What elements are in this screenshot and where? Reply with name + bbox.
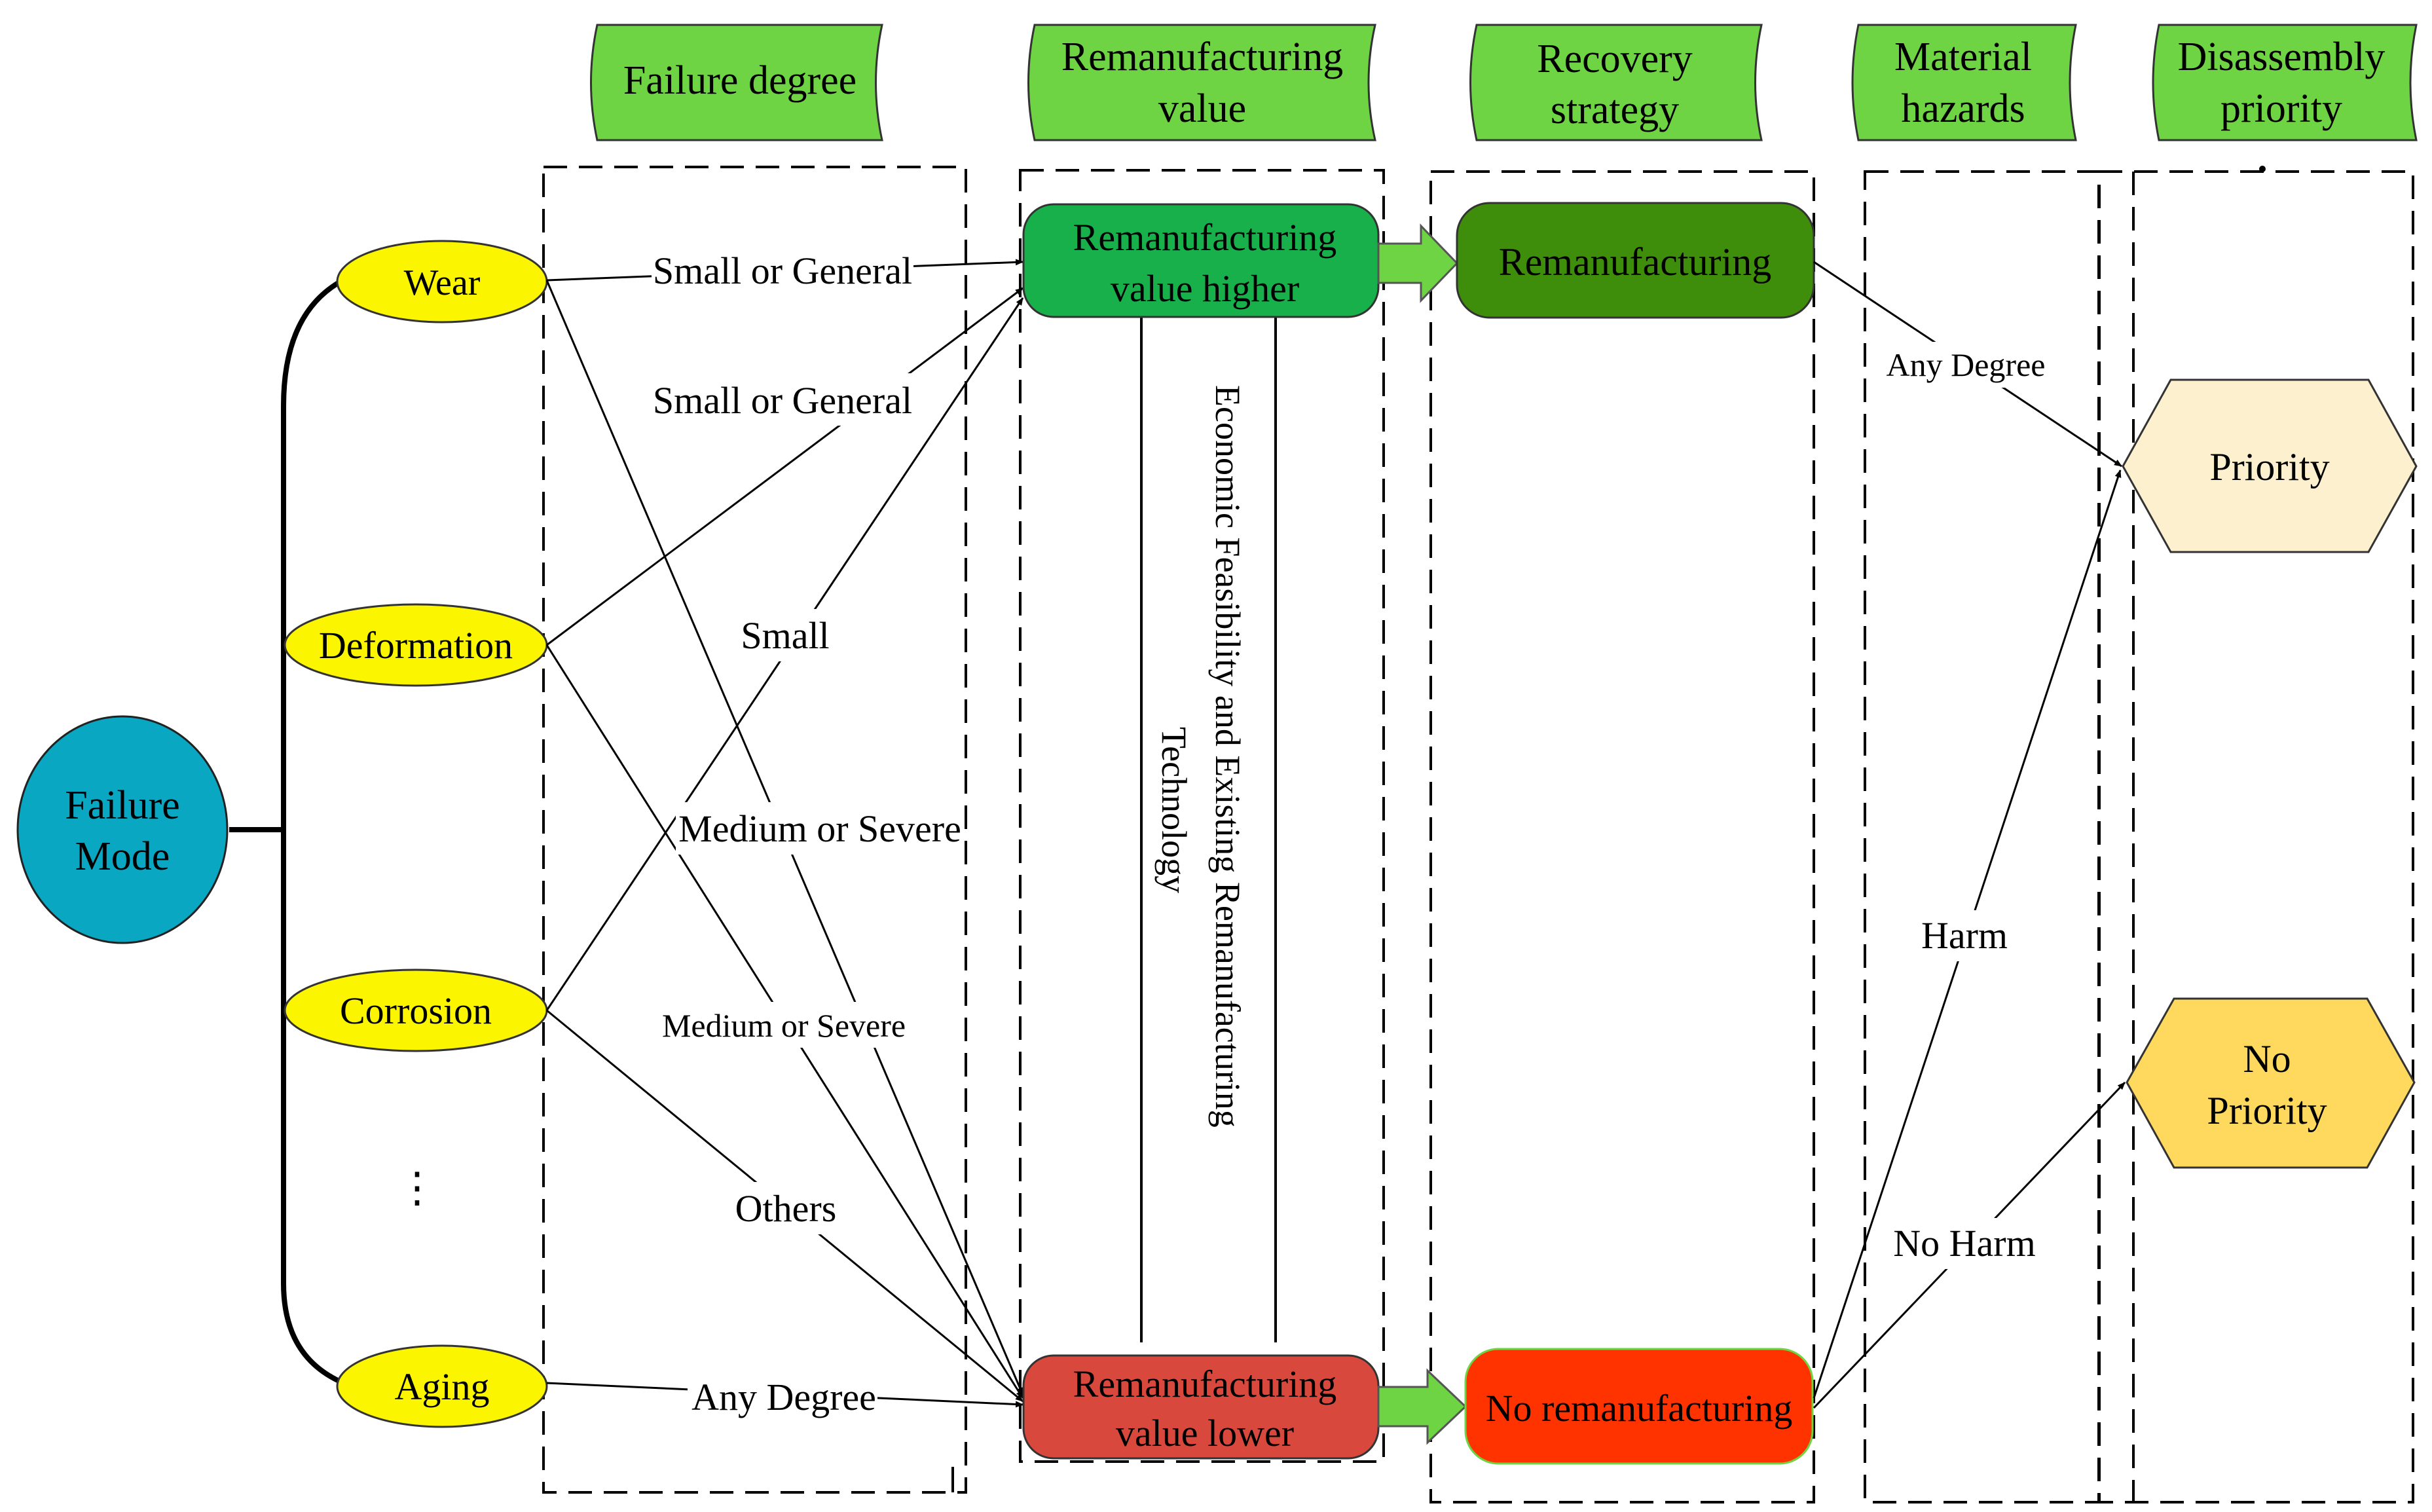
frame-disassembly-priority [2097, 170, 2414, 1503]
value-lower-box: Remanufacturing value lower [1022, 1354, 1380, 1460]
strategy-reman-label: Remanufacturing [1499, 240, 1772, 284]
svg-text:Any Degree: Any Degree [1887, 346, 2046, 383]
svg-text:No Harm: No Harm [1893, 1222, 2035, 1264]
priority-label: Priority [2209, 445, 2329, 489]
edge-label-reman-any: Any Degree [1881, 342, 2051, 388]
strategy-reman-box: Remanufacturing [1456, 202, 1815, 319]
header-hazards-line2: hazards [1901, 86, 2025, 131]
header-reman-value-line1: Remanufacturing [1061, 35, 1343, 79]
value-higher-line1: Remanufacturing [1073, 216, 1337, 259]
edge-label-no-harm: No Harm [1886, 1218, 2043, 1269]
no-priority-line2: Priority [2207, 1089, 2327, 1132]
value-higher-box: Remanufacturing value higher [1022, 203, 1380, 318]
mode-deformation-label: Deformation [319, 624, 513, 667]
edge-label-harm: Harm [1915, 910, 2014, 961]
mode-deformation: Deformation [284, 603, 548, 687]
dot-mark [2259, 166, 2266, 172]
mode-wear-label: Wear [404, 263, 481, 303]
header-failure-degree-label: Failure degree [623, 58, 857, 103]
svg-text:Small or General: Small or General [653, 249, 912, 292]
priority-hexagon: Priority [2122, 378, 2418, 553]
mode-corrosion-label: Corrosion [340, 989, 492, 1032]
vertical-text-line1: Economic Feasibility and Existing Remanu… [1208, 385, 1247, 1128]
vertical-text-line2: Technology [1154, 727, 1194, 893]
edge-label-wear-small: Small or General [652, 244, 913, 296]
header-reman-value-line2: value [1158, 86, 1246, 131]
header-remanufacturing-value: Remanufacturing value [1027, 24, 1376, 141]
root-label-line2: Mode [75, 834, 170, 879]
no-priority-line1: No [2243, 1037, 2291, 1080]
edge-label-deform-medium: Medium or Severe [658, 1002, 910, 1048]
root-label-line1: Failure [65, 783, 180, 828]
edge-label-corrosion-others: Others [727, 1182, 845, 1234]
header-failure-degree: Failure degree [590, 24, 883, 141]
strategy-no-reman-label: No remanufacturing [1486, 1387, 1793, 1429]
value-lower-line1: Remanufacturing [1073, 1363, 1337, 1405]
column-frames [542, 166, 2414, 1503]
svg-text:Others: Others [735, 1187, 837, 1230]
svg-text:Small or General: Small or General [653, 379, 912, 422]
header-recovery-strategy: Recovery strategy [1469, 24, 1763, 141]
mode-aging: Aging [336, 1344, 548, 1428]
header-recovery-line2: strategy [1551, 88, 1679, 132]
mode-ellipsis: ⋮ [396, 1164, 438, 1211]
frame-failure-degree [542, 166, 967, 1494]
value-lower-line2: value lower [1116, 1412, 1294, 1454]
no-priority-hexagon: No Priority [2126, 997, 2416, 1169]
mode-bracket [229, 279, 342, 1384]
svg-text:Harm: Harm [1921, 914, 2008, 957]
frame-reman-value [1019, 169, 1385, 1463]
header-material-hazards: Material hazards [1851, 24, 2077, 141]
mode-aging-label: Aging [395, 1365, 490, 1408]
header-hazards-line1: Material [1894, 35, 2032, 79]
header-recovery-line1: Recovery [1537, 37, 1693, 81]
frame-recovery-strategy [1429, 170, 1815, 1503]
mode-corrosion: Corrosion [284, 968, 548, 1052]
header-priority-line2: priority [2220, 86, 2342, 131]
value-higher-line2: value higher [1111, 267, 1299, 310]
mode-wear: Wear [336, 240, 548, 323]
edge-label-aging-any: Any Degree [688, 1372, 877, 1424]
svg-text:Medium or Severe: Medium or Severe [678, 807, 961, 850]
edge-label-wear-medium: Medium or Severe [676, 802, 964, 855]
edge-label-deform-small: Small or General [652, 373, 913, 426]
block-arrow-lower [1377, 1368, 1467, 1445]
edge-label-corrosion-small: Small [733, 609, 837, 661]
block-arrow-higher [1377, 223, 1459, 303]
svg-text:Medium or Severe: Medium or Severe [662, 1007, 906, 1044]
failure-mode-root: Failure Mode [16, 715, 229, 944]
edge-deform-higher [546, 287, 1023, 646]
svg-text:Small: Small [741, 614, 829, 657]
svg-text:Any Degree: Any Degree [691, 1376, 876, 1418]
header-priority-line1: Disassembly [2178, 35, 2386, 79]
strategy-no-reman-box: No remanufacturing [1464, 1348, 1814, 1465]
header-disassembly-priority: Disassembly priority [2152, 24, 2418, 141]
